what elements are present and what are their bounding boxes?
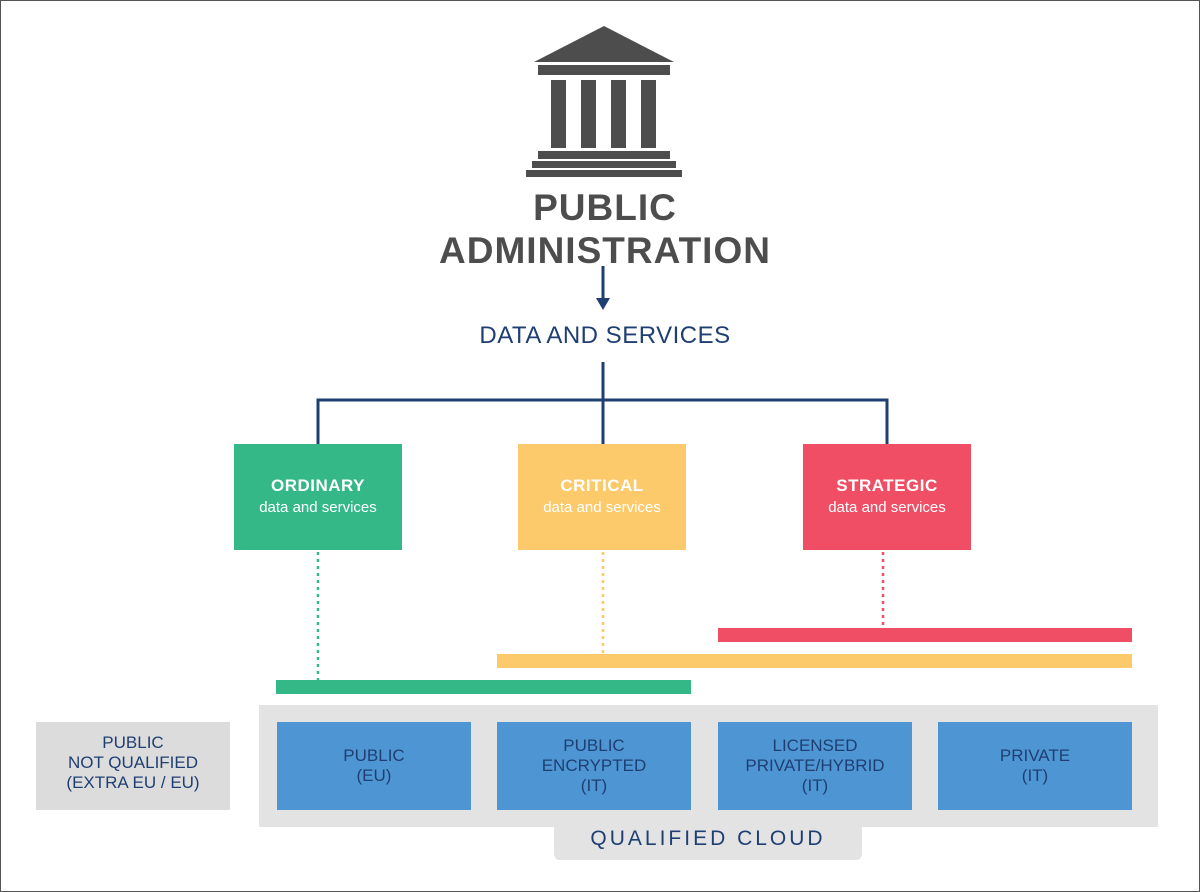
cloud-box-licensed-private-hybrid: LICENSED PRIVATE/HYBRID (IT) (718, 722, 912, 810)
category-subtitle: data and services (828, 499, 946, 516)
cloud-box-line-3: (IT) (580, 776, 608, 795)
cloud-box-line-1: LICENSED (772, 736, 858, 755)
cloud-box-line-2: (EU) (356, 766, 392, 785)
tree-connector (316, 362, 889, 444)
cloud-box-line-2: ENCRYPTED (541, 756, 647, 775)
coverage-bar-critical (497, 654, 1132, 668)
category-subtitle: data and services (543, 499, 661, 516)
pnq-line-3: (EXTRA EU / EU) (66, 773, 200, 792)
cloud-box-line-1: PUBLIC (343, 746, 405, 765)
cloud-box-line-2: PRIVATE/HYBRID (745, 756, 885, 775)
cloud-box-line-1: PRIVATE (999, 746, 1071, 765)
title-line-2: ADMINISTRATION (439, 230, 771, 271)
cloud-box-private: PRIVATE (IT) (938, 722, 1132, 810)
cloud-box-line-3: (IT) (801, 776, 829, 795)
category-title: ORDINARY (270, 476, 366, 495)
coverage-bar-ordinary (276, 680, 691, 694)
qualified-cloud-label-tab (554, 815, 862, 860)
page-title: PUBLIC ADMINISTRATION (400, 186, 810, 272)
category-critical: CRITICAL data and services (518, 444, 686, 550)
title-line-1: PUBLIC (533, 187, 677, 228)
category-title: CRITICAL (560, 476, 644, 495)
category-title: STRATEGIC (836, 476, 938, 495)
pnq-line-1: PUBLIC (102, 733, 164, 752)
cloud-box-public-eu: PUBLIC (EU) (277, 722, 471, 810)
pnq-line-2: NOT QUALIFIED (67, 753, 199, 772)
arrow-down (596, 266, 610, 310)
category-strategic: STRATEGIC data and services (803, 444, 971, 550)
category-subtitle: data and services (259, 499, 377, 516)
category-ordinary: ORDINARY data and services (234, 444, 402, 550)
qualified-cloud-label: QUALIFIED CLOUD (590, 827, 826, 850)
cloud-box-line-1: PUBLIC (563, 736, 625, 755)
data-and-services-label: DATA AND SERVICES (479, 322, 731, 349)
public-not-qualified-box: PUBLIC NOT QUALIFIED (EXTRA EU / EU) (36, 722, 230, 810)
cloud-box-public-encrypted: PUBLIC ENCRYPTED (IT) (497, 722, 691, 810)
building-columns-icon (526, 26, 682, 177)
coverage-bar-strategic (718, 628, 1132, 642)
cloud-box-line-2: (IT) (1021, 766, 1049, 785)
